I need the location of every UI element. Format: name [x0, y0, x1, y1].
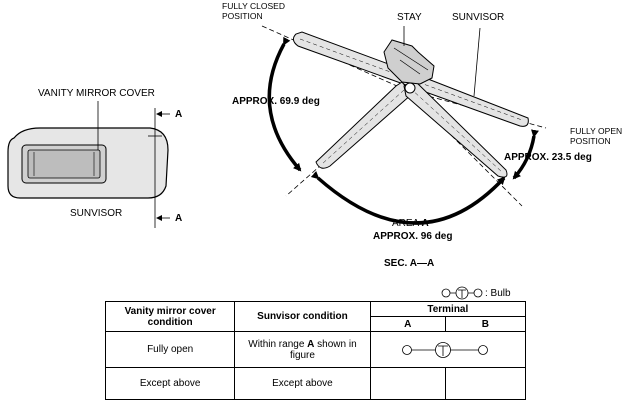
cell-terminal-a — [369, 367, 446, 400]
sunvisor-lower-left — [315, 81, 413, 169]
section-mark-bottom: A — [175, 213, 183, 224]
cell-terminal-b — [444, 367, 527, 400]
header-terminal-b: B — [444, 316, 527, 332]
sunvisor-label-left: SUNVISOR — [70, 208, 123, 219]
cell-cover-condition: Fully open — [104, 331, 236, 368]
arrow-angle-open — [512, 129, 539, 180]
table-row: Fully open Within range A shown in figur… — [104, 331, 527, 368]
header-cover-condition: Vanity mirror cover condition — [104, 301, 236, 332]
hinge-pivot — [404, 82, 416, 94]
vanity-mirror-cover-label: VANITY MIRROR COVER — [38, 88, 155, 99]
table-row: Except above Except above — [104, 367, 527, 400]
sunvisor-label-right: SUNVISOR — [452, 12, 505, 23]
stay-label: STAY — [397, 12, 422, 23]
header-terminal: Terminal — [369, 301, 527, 317]
section-caption: SEC. A—A — [384, 258, 435, 269]
cell-sunvisor-condition: Except above — [234, 367, 371, 400]
area-label-prefix: AREA — [392, 218, 422, 229]
header-terminal-a: A — [369, 316, 446, 332]
angle-area-label: APPROX. 96 deg — [373, 231, 453, 242]
cell-sunvisor-condition: Within range A shown in figure — [234, 331, 371, 368]
arrow-angle-closed — [267, 36, 302, 172]
fully-open-position-label: FULLY OPEN POSITION — [570, 126, 623, 146]
area-label-letter: A — [421, 218, 429, 229]
arrow-area-a — [310, 171, 506, 225]
area-a-label: AREA A — [392, 218, 429, 230]
cell-continuity — [369, 331, 527, 368]
continuity-bulb-icon — [401, 341, 488, 358]
stay-bracket — [383, 39, 435, 94]
bulb-legend-label: : Bulb — [485, 288, 511, 299]
fully-closed-position-label: FULLY CLOSED POSITION — [222, 1, 285, 21]
angle-open-label: APPROX. 23.5 deg — [504, 152, 592, 163]
angle-closed-label: APPROX. 69.9 deg — [232, 96, 320, 107]
section-mark-top: A — [175, 109, 183, 120]
continuity-table: Vanity mirror cover condition Sunvisor c… — [104, 301, 527, 400]
cell-cover-condition: Except above — [104, 367, 236, 400]
header-sunvisor-condition: Sunvisor condition — [234, 301, 371, 332]
